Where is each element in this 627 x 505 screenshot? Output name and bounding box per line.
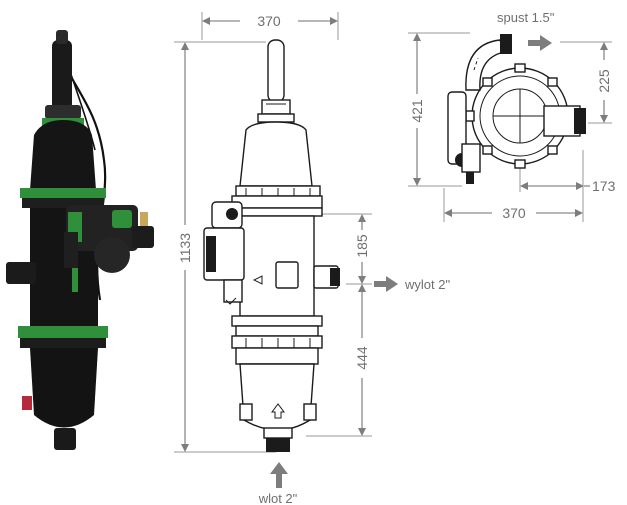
- front-view-drawing: 370 1133 185 444: [174, 12, 450, 505]
- front-width-label: 370: [257, 13, 281, 29]
- filter-product-render: [6, 30, 154, 450]
- inlet-label: wlot 2": [258, 491, 298, 505]
- drain-label: spust 1.5": [497, 10, 555, 25]
- top-width-label: 370: [502, 205, 526, 221]
- top-view-drawing: spust 1.5" 421 225 370 173: [408, 10, 616, 222]
- drain-offset-label: 225: [596, 69, 612, 93]
- side-offset-label: 173: [592, 178, 616, 194]
- top-depth-label: 421: [409, 99, 425, 123]
- outlet-offset-label: 185: [354, 234, 370, 258]
- inlet-distance-label: 444: [354, 346, 370, 370]
- outlet-label: wylot 2": [404, 277, 450, 292]
- front-height-label: 1133: [177, 233, 193, 263]
